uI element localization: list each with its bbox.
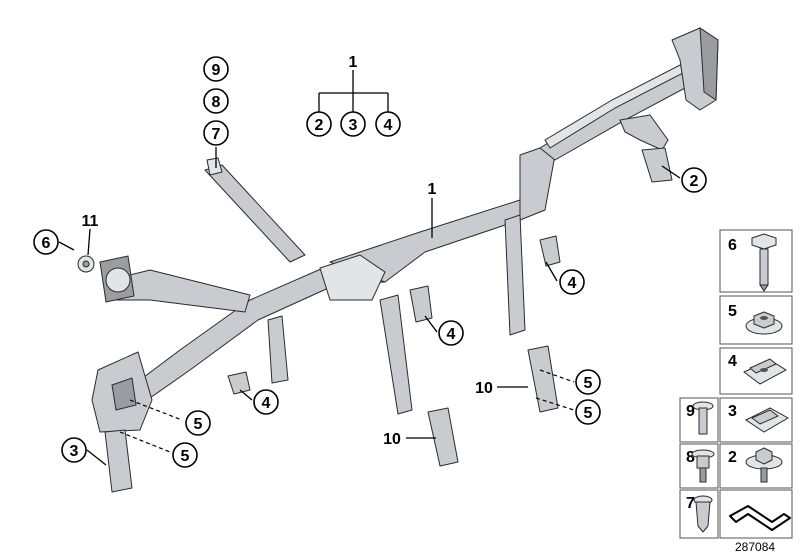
legend-item-2: 2 xyxy=(719,443,793,489)
svg-text:6: 6 xyxy=(42,235,51,252)
legend-item-8: 8 xyxy=(679,443,719,489)
callout-10-mid: 10 xyxy=(383,431,401,448)
screw-icon xyxy=(692,401,714,435)
callout-5-left-b: 5 xyxy=(172,442,198,468)
callout-5-right-a: 5 xyxy=(575,369,601,395)
spacer-bolt-icon xyxy=(691,449,715,483)
svg-text:2: 2 xyxy=(315,117,324,134)
svg-text:8: 8 xyxy=(686,449,695,466)
legend-item-7: 7 xyxy=(679,489,719,539)
svg-text:7: 7 xyxy=(686,495,695,512)
legend-item-3: 3 xyxy=(719,397,793,443)
svg-text:5: 5 xyxy=(584,375,593,392)
parts-legend: 6 5 4 xyxy=(679,229,793,539)
svg-text:5: 5 xyxy=(584,405,593,422)
svg-text:5: 5 xyxy=(181,448,190,465)
legend-item-symbol xyxy=(719,489,793,539)
svg-text:5: 5 xyxy=(194,416,203,433)
callout-11: 11 xyxy=(82,213,99,230)
svg-text:2: 2 xyxy=(690,173,699,190)
svg-text:2: 2 xyxy=(728,449,737,466)
svg-text:7: 7 xyxy=(212,126,221,143)
callout-7-stack: 7 xyxy=(203,120,229,146)
callout-2-group: 2 xyxy=(306,111,332,137)
svg-text:4: 4 xyxy=(262,395,271,412)
cross-car-beam-drawing xyxy=(77,27,719,493)
callout-4-right: 4 xyxy=(559,269,585,295)
svg-text:3: 3 xyxy=(728,403,737,420)
svg-text:3: 3 xyxy=(349,117,358,134)
callout-3-left: 3 xyxy=(61,437,87,463)
callout-9-stack: 9 xyxy=(203,56,229,82)
callout-4-group: 4 xyxy=(375,111,401,137)
callout-4-left: 4 xyxy=(253,389,279,415)
svg-text:4: 4 xyxy=(447,326,456,343)
callout-6: 6 xyxy=(33,229,59,255)
svg-text:9: 9 xyxy=(212,62,221,79)
drawing-number: 287084 xyxy=(735,540,776,554)
legend-item-9: 9 xyxy=(679,397,719,443)
legend-item-5: 5 xyxy=(719,295,793,345)
clip-icon xyxy=(745,407,790,433)
bracket-symbol-icon xyxy=(729,505,791,531)
svg-text:8: 8 xyxy=(212,94,221,111)
svg-text:3: 3 xyxy=(70,443,79,460)
callout-5-right-b: 5 xyxy=(575,399,601,425)
svg-text:9: 9 xyxy=(686,403,695,420)
callout-1-top-label: 1 xyxy=(349,54,358,71)
callout-10-right: 10 xyxy=(475,380,493,397)
bolt-icon xyxy=(751,233,777,292)
callout-5-left-a: 5 xyxy=(185,410,211,436)
callout-4-mid: 4 xyxy=(438,320,464,346)
svg-text:5: 5 xyxy=(728,303,737,320)
expansion-rivet-icon xyxy=(693,495,713,533)
callout-2-right: 2 xyxy=(681,167,707,193)
callout-3-group: 3 xyxy=(340,111,366,137)
callout-group-top: 1 xyxy=(349,54,358,71)
svg-text:4: 4 xyxy=(728,353,737,370)
legend-item-4: 4 xyxy=(719,347,793,395)
nut-icon xyxy=(745,311,783,335)
svg-text:4: 4 xyxy=(568,275,577,292)
flange-bolt-icon xyxy=(745,447,783,483)
svg-text:6: 6 xyxy=(728,237,737,254)
callout-8-stack: 8 xyxy=(203,88,229,114)
leader-lines xyxy=(58,70,681,466)
svg-text:4: 4 xyxy=(384,117,393,134)
callout-1-main: 1 xyxy=(428,181,437,198)
legend-item-6: 6 xyxy=(719,229,793,293)
clip-nut-icon xyxy=(743,358,787,385)
